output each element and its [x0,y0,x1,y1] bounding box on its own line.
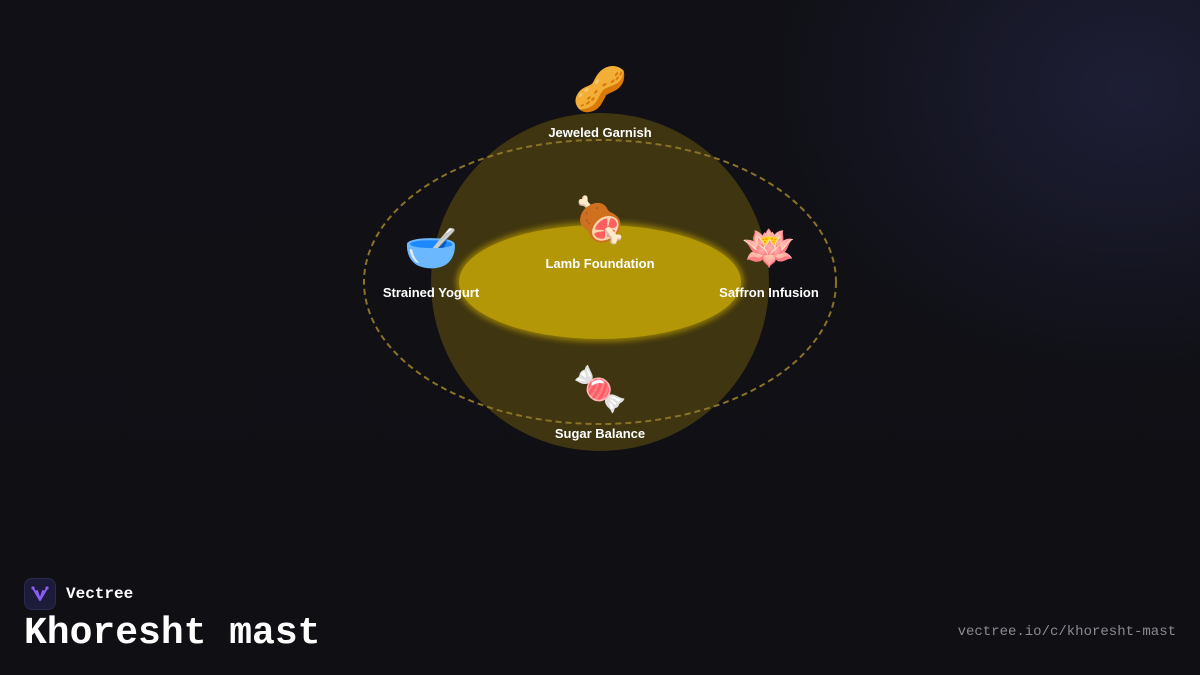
center-label: Lamb Foundation [545,256,655,271]
lotus-icon: 🪷 [741,223,797,274]
page-title: Khoresht mast [24,612,321,655]
candy-icon: 🍬 [572,364,628,415]
peanut-icon: 🥜 [572,64,628,115]
meat-on-bone-icon: 🍖 [572,195,628,246]
brand: Vectree [24,577,133,611]
node-label-sugar: Sugar Balance [554,426,646,441]
node-label-garnish: Jeweled Garnish [548,125,652,140]
node-label-saffron: Saffron Infusion [719,285,819,300]
orbit-ring [363,139,837,425]
vectree-logo-icon [24,578,56,610]
node-label-yogurt: Strained Yogurt [382,285,480,300]
brand-name: Vectree [66,585,134,603]
page-url[interactable]: vectree.io/c/khoresht-mast [957,624,1176,640]
bowl-with-spoon-icon: 🥣 [403,223,459,274]
inner-ellipse [459,225,741,339]
